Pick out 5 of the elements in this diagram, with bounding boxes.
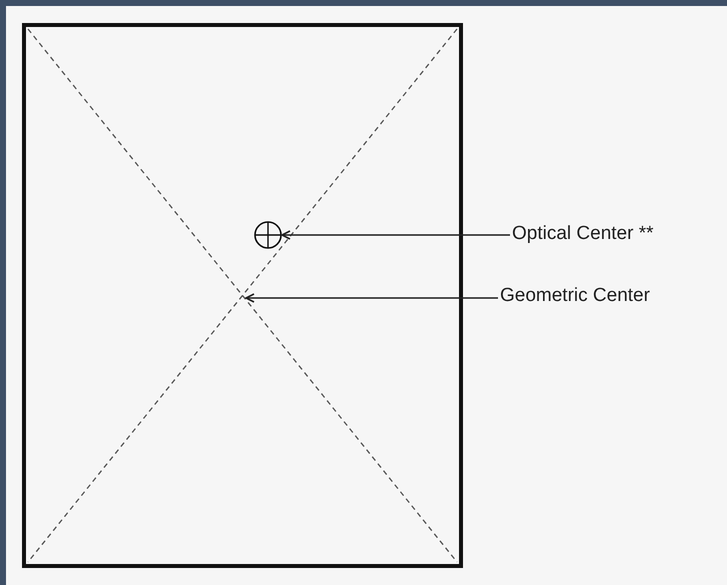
callout-text: Geometric Center (500, 285, 650, 307)
crosshair-circle-icon (254, 221, 282, 249)
leader-line (281, 230, 510, 240)
callout-text: Optical Center ** (512, 223, 654, 245)
leader-line (245, 293, 498, 303)
